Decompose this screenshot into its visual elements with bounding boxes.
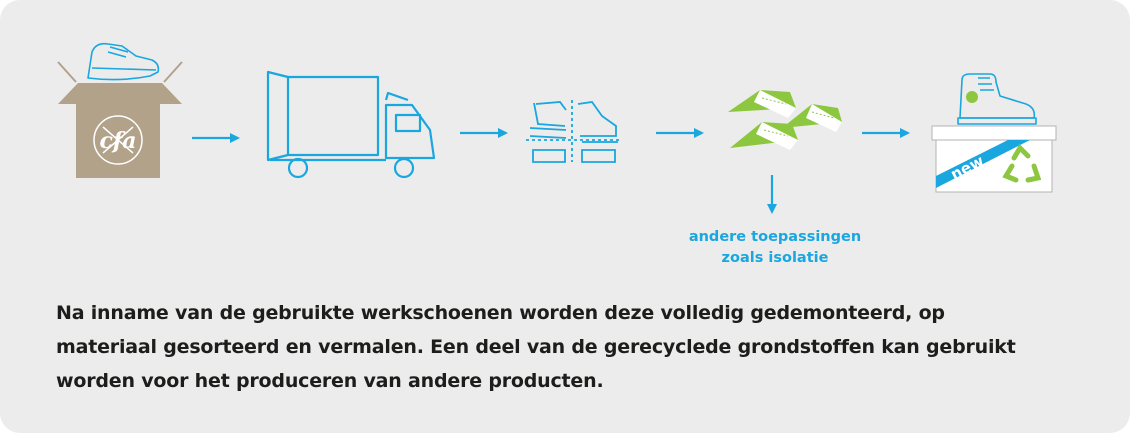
recycling-process-diagram: cfa bbox=[57, 42, 1057, 214]
cfa-logo-text: cfa bbox=[99, 128, 136, 154]
delivery-truck-icon bbox=[266, 70, 436, 179]
shoe-in-box-icon: cfa bbox=[57, 42, 183, 178]
caption-line-1: Na inname van de gebruikte werkschoenen … bbox=[56, 302, 945, 324]
branch-label: andere toepassingen zoals isolatie bbox=[660, 227, 890, 269]
ground-material-icon bbox=[728, 90, 842, 150]
caption-text: Na inname van de gebruikte werkschoenen … bbox=[56, 296, 1096, 398]
caption-line-3: worden voor het produceren van andere pr… bbox=[56, 370, 604, 392]
dismantled-shoe-icon bbox=[526, 100, 620, 163]
branch-label-line-1: andere toepassingen bbox=[688, 229, 862, 245]
new-shoe-box-icon: new bbox=[931, 73, 1057, 193]
caption-line-2: materiaal gesorteerd en vermalen. Een de… bbox=[56, 336, 1016, 358]
branch-label-line-2: zoals isolatie bbox=[721, 250, 829, 266]
recycle-symbol-icon bbox=[1002, 143, 1042, 183]
